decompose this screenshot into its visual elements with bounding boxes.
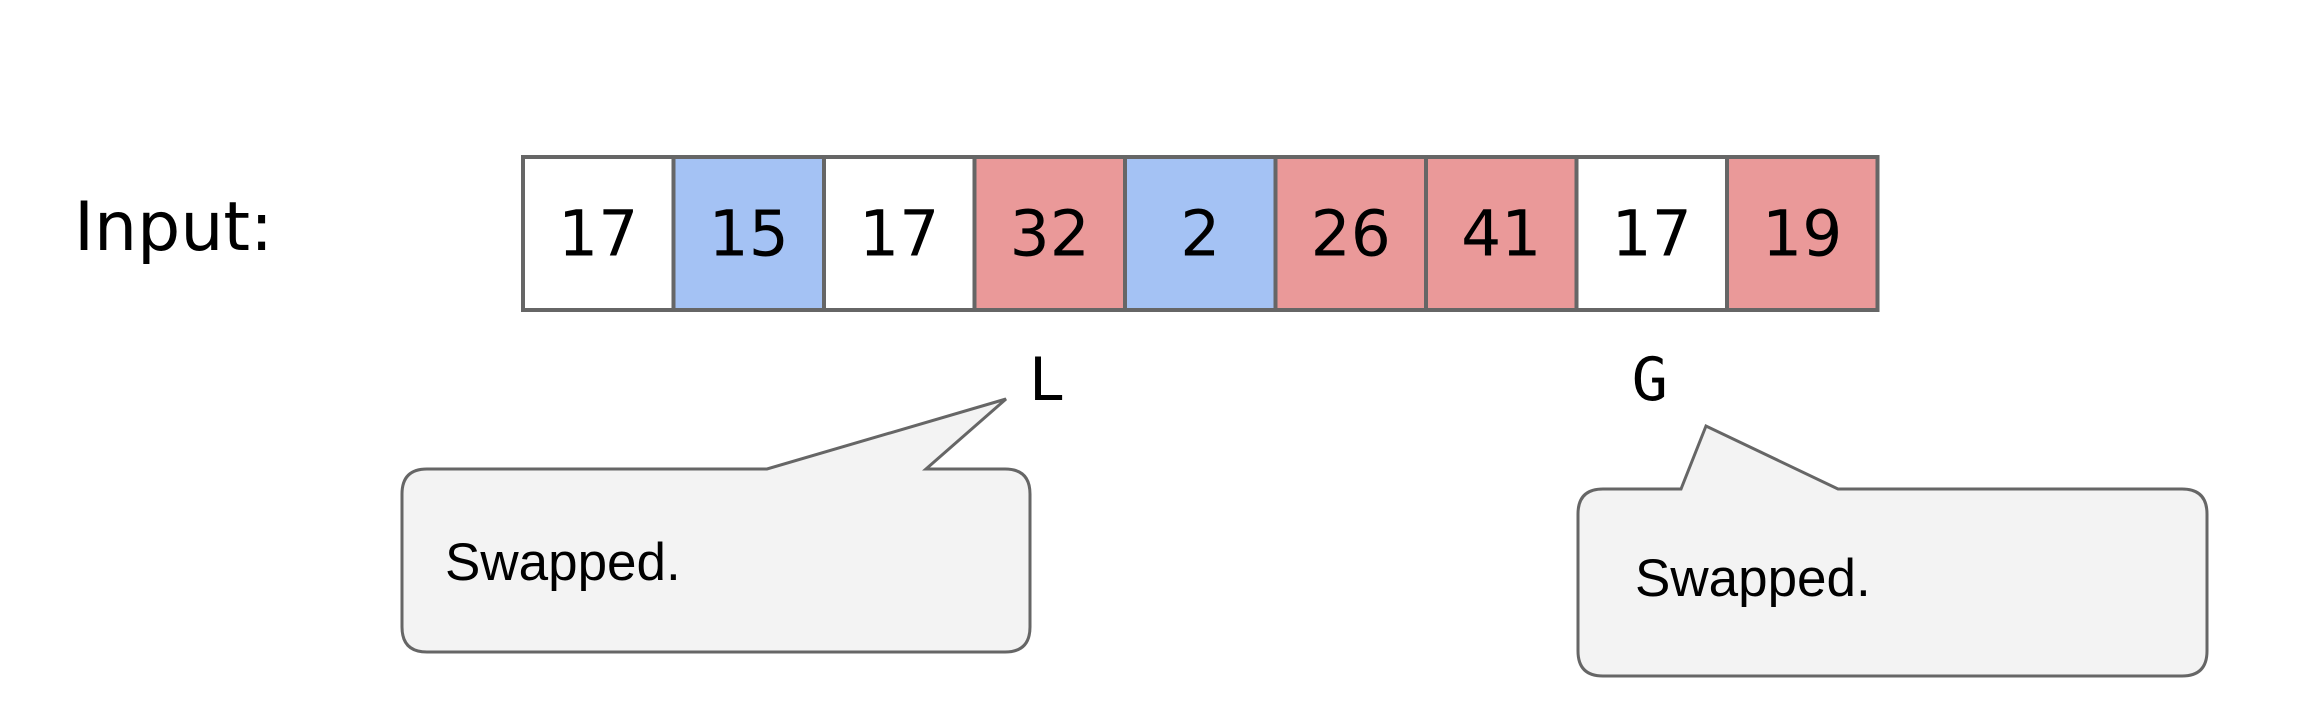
array-cell: 41 [1424, 155, 1579, 312]
array-cell-box [1273, 155, 1428, 312]
array-cell: 2 [1123, 155, 1278, 312]
array-cell-value: 41 [1461, 198, 1541, 271]
array-cell: 26 [1273, 155, 1428, 312]
array-cell-box [1574, 155, 1729, 312]
array-cell: 19 [1725, 155, 1880, 312]
array-cell: 17 [521, 155, 676, 312]
array-cell: 17 [1574, 155, 1729, 312]
array-cell-value: 17 [1612, 198, 1692, 271]
callout-left: Swapped. [400, 397, 1032, 654]
array-cell-value: 32 [1010, 198, 1090, 271]
callout-right-bubble [1576, 423, 2209, 678]
array-cells: 17 15 17 32 2 26 41 17 19 [521, 155, 1880, 312]
callout-right: Swapped. [1576, 423, 2209, 678]
array-cell-box [972, 155, 1127, 312]
array-cell-box [1725, 155, 1880, 312]
pointer-g-label: G [1632, 345, 1668, 415]
array-cell-value: 17 [859, 198, 939, 271]
array-cell-value: 15 [709, 198, 789, 271]
array-cell-value: 26 [1311, 198, 1391, 271]
callout-left-bubble [400, 397, 1032, 654]
callout-right-text: Swapped. [1635, 549, 1871, 608]
array-cell-box [1123, 155, 1278, 312]
array-cell-value: 19 [1762, 198, 1842, 271]
array-cell-value: 2 [1180, 198, 1220, 271]
array-cell-box [521, 155, 676, 312]
callout-left-text: Swapped. [445, 533, 681, 592]
array-cell-box [671, 155, 826, 312]
array-cell: 32 [972, 155, 1127, 312]
array-cell: 15 [671, 155, 826, 312]
array-cell-value: 17 [558, 198, 638, 271]
array-cell-box [822, 155, 977, 312]
input-label: Input: [74, 188, 273, 267]
array-cell: 17 [822, 155, 977, 312]
pointer-l-label: L [1029, 345, 1065, 415]
